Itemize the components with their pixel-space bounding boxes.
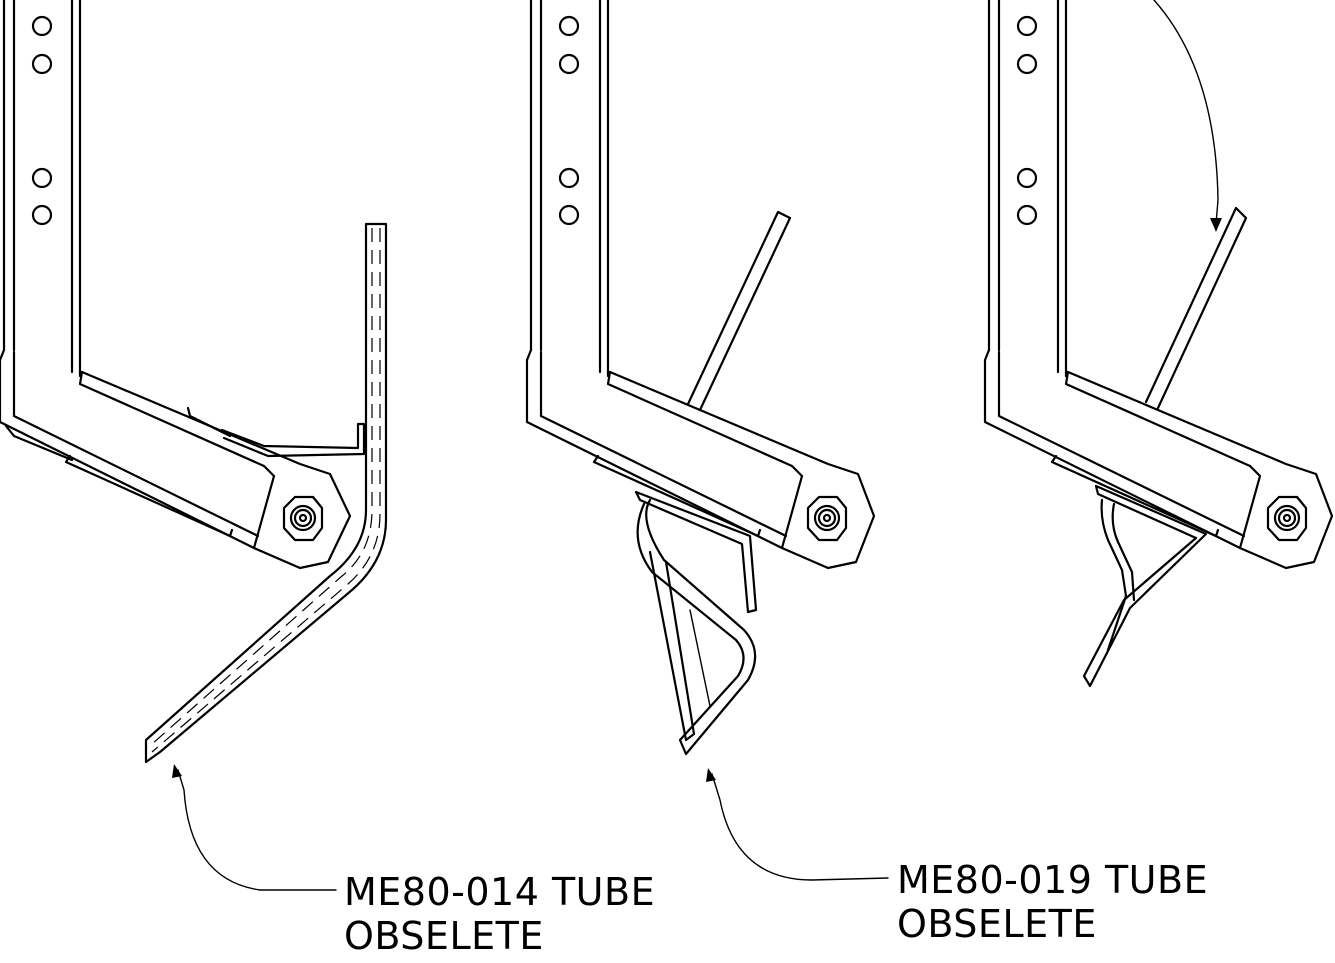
arrowhead-1 xyxy=(172,764,182,778)
callout-label-2: ME80-019 TUBE OBSELETE xyxy=(897,858,1208,946)
leader-line-2 xyxy=(711,773,889,881)
callout-1-line-2: OBSELETE xyxy=(344,914,544,958)
arrowhead-3 xyxy=(1210,218,1222,232)
leader-line-3 xyxy=(1153,0,1219,225)
arrowhead-2 xyxy=(706,768,716,782)
shank-arm-2 xyxy=(525,348,876,570)
callout-label-1: ME80-014 TUBE OBSELETE xyxy=(344,870,655,958)
callout-2-line-2: OBSELETE xyxy=(897,902,1097,946)
assembly-2 xyxy=(525,0,876,756)
shank-arm-1 xyxy=(0,348,352,570)
nut-2 xyxy=(806,495,848,542)
leader-line-1 xyxy=(177,769,337,891)
shank-arm-3 xyxy=(983,348,1334,570)
leader-lines xyxy=(172,0,1222,891)
tube-new xyxy=(1082,206,1248,688)
tube-me80-019 xyxy=(634,210,792,756)
vertical-bracket-3 xyxy=(987,0,1068,378)
vertical-bracket-1 xyxy=(2,0,82,378)
vertical-bracket-2 xyxy=(529,0,610,378)
assembly-3 xyxy=(983,0,1334,688)
callout-2-line-1: ME80-019 TUBE xyxy=(897,858,1209,902)
tube-me80-014 xyxy=(144,222,388,764)
nut-3 xyxy=(1266,495,1308,542)
callout-1-line-1: ME80-014 TUBE xyxy=(344,870,656,914)
nut-1 xyxy=(282,495,324,542)
assembly-1 xyxy=(0,0,388,764)
